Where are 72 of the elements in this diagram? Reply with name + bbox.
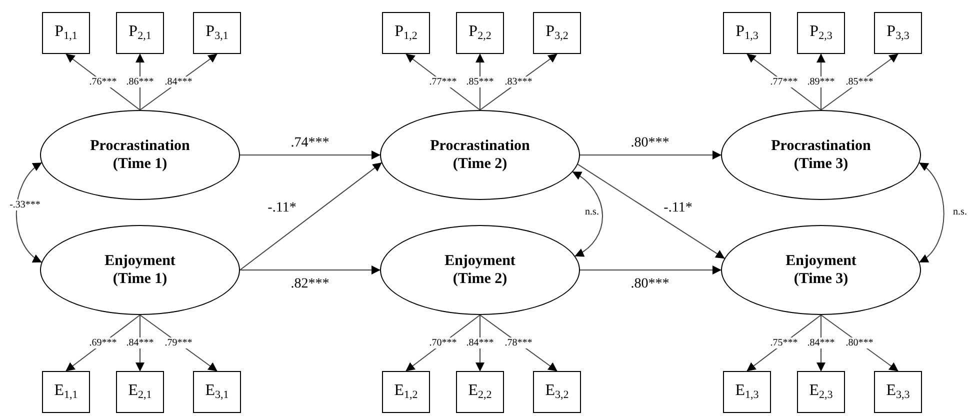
indicator-box <box>533 12 581 54</box>
node-label: E$_{1,1}$ <box>54 383 78 401</box>
node-label: Procrastination (Time 2) <box>429 137 531 173</box>
edge-label: .78*** <box>504 338 534 348</box>
node-label: P$_{1,2}$ <box>394 24 418 42</box>
indicator-box <box>456 12 504 54</box>
edge-label: .79*** <box>164 338 194 348</box>
node-label: Enjoyment (Time 3) <box>784 252 858 288</box>
double-headed-arrow <box>16 162 42 263</box>
node-label: Procrastination (Time 3) <box>770 137 872 173</box>
indicator-box <box>723 371 771 413</box>
arrow <box>240 150 380 160</box>
node-label: P$_{1,1}$ <box>54 24 78 42</box>
node-label: E$_{2,1}$ <box>128 383 152 401</box>
node-label: Enjoyment (Time 2) <box>444 252 516 288</box>
edge-label: n.s. <box>952 206 968 218</box>
edge-label: .69*** <box>88 338 118 348</box>
indicator-box <box>533 371 581 413</box>
edge-label: .89*** <box>806 76 836 88</box>
indicator-box <box>116 12 164 54</box>
arrow <box>240 162 382 270</box>
indicator-box <box>797 12 845 54</box>
edge-label: .76*** <box>88 76 118 88</box>
edge-label: n.s. <box>584 206 600 218</box>
indicator-box <box>874 12 922 54</box>
node-label: E$_{3,3}$ <box>886 383 910 401</box>
edge-label: .84*** <box>125 338 155 348</box>
indicator-box <box>116 371 164 413</box>
arrow <box>580 150 722 160</box>
edge-label: .84*** <box>806 338 836 348</box>
node-label: P$_{2,2}$ <box>468 24 492 42</box>
arrow <box>580 266 722 274</box>
node-label: P$_{3,2}$ <box>546 24 568 42</box>
indicator-box <box>193 12 241 54</box>
edge-label: .85*** <box>844 76 874 88</box>
edge-label: .86*** <box>125 76 155 88</box>
arrow <box>577 164 725 259</box>
edge-label: .80*** <box>844 338 874 348</box>
indicator-box <box>723 12 771 54</box>
edge-label: .77*** <box>428 76 458 88</box>
edge-label: .83*** <box>504 76 534 88</box>
node-label: P$_{2,3}$ <box>810 24 832 42</box>
node-label: P$_{2,1}$ <box>128 24 152 42</box>
node-label: E$_{2,2}$ <box>468 383 492 401</box>
edge-label: -.33*** <box>8 200 42 210</box>
edge-label: .70*** <box>428 338 458 348</box>
node-label: Procrastination (Time 1) <box>89 137 191 173</box>
indicator-box <box>193 371 241 413</box>
arrow <box>240 266 380 274</box>
indicator-box <box>456 371 504 413</box>
indicator-box <box>42 12 90 54</box>
double-headed-arrow <box>572 171 603 257</box>
indicator-box <box>797 371 845 413</box>
indicator-box <box>42 371 90 413</box>
node-label: P$_{1,3}$ <box>736 24 758 42</box>
edge-label: .75*** <box>769 338 799 348</box>
edge-label: .84*** <box>164 76 194 88</box>
indicator-box <box>382 371 430 413</box>
node-label: E$_{3,1}$ <box>205 383 229 401</box>
indicator-box <box>382 12 430 54</box>
node-label: P$_{3,1}$ <box>206 24 228 42</box>
node-label: E$_{2,3}$ <box>809 383 833 401</box>
edge-label: .85*** <box>465 76 495 88</box>
node-label: P$_{3,3}$ <box>886 24 910 42</box>
edge-label: .77*** <box>769 76 799 88</box>
node-label: E$_{3,2}$ <box>545 383 569 401</box>
double-headed-arrow <box>918 162 944 263</box>
edge-label: .84*** <box>465 338 495 348</box>
node-label: E$_{1,3}$ <box>735 383 759 401</box>
node-label: E$_{1,2}$ <box>394 383 418 401</box>
indicator-box <box>874 371 922 413</box>
node-label: Enjoyment (Time 1) <box>104 252 176 288</box>
